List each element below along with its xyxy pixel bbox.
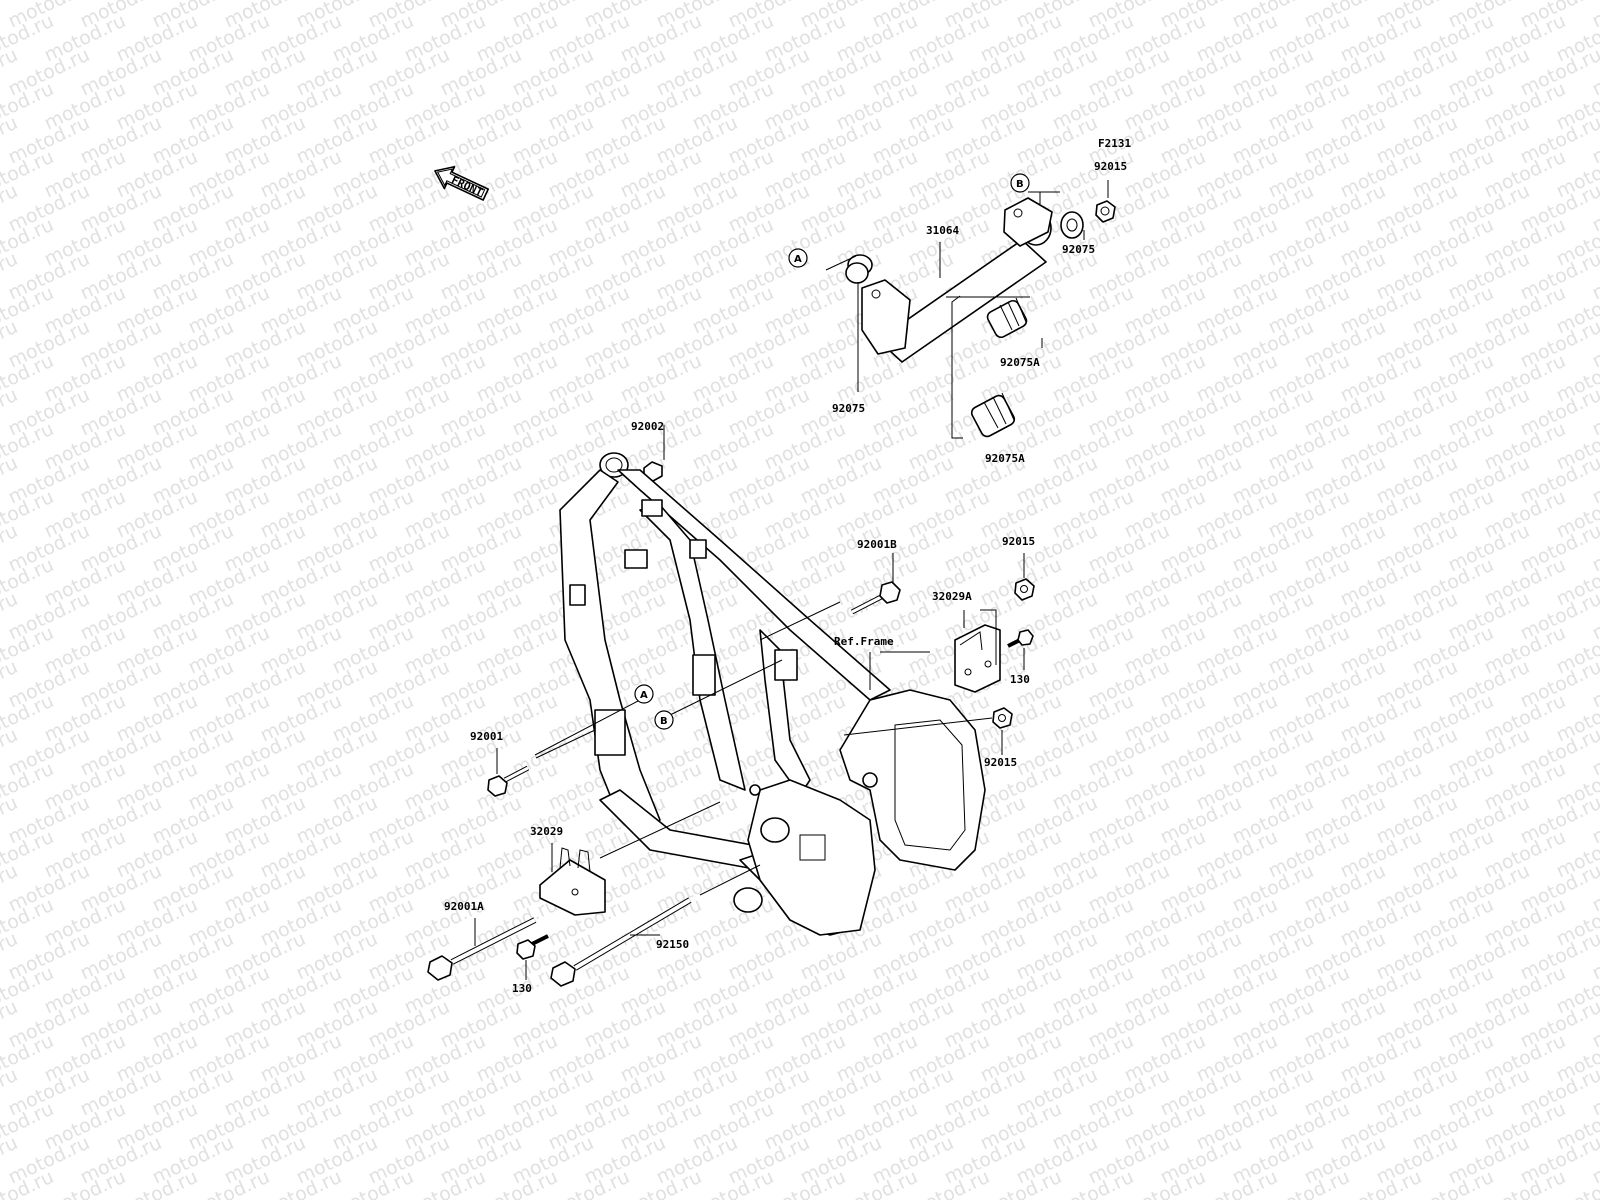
label-32029: 32029 (530, 825, 563, 838)
nut-92015-top (1095, 200, 1116, 223)
svg-text:B: B (1016, 179, 1024, 190)
nut-92015-low (992, 707, 1013, 729)
label-32029A: 32029A (932, 590, 972, 603)
label-92001A: 92001A (444, 900, 484, 913)
bolt-92150 (550, 897, 692, 987)
svg-text:A: A (794, 254, 802, 265)
tube-31064 (861, 197, 1053, 363)
bushing-92075A-lower (970, 392, 1016, 438)
nut-92015-mid (1014, 578, 1035, 601)
ref-marker-b-upper: B (1010, 173, 1030, 193)
ref-marker-a-upper: A (788, 248, 808, 268)
bolt-92001A (427, 917, 537, 981)
label-130-right: 130 (1010, 673, 1030, 686)
label-92075-right: 92075 (1062, 243, 1095, 256)
figure-code: F2131 (1098, 137, 1131, 150)
front-arrow-label: FRONT (449, 173, 485, 199)
svg-text:A: A (640, 690, 648, 701)
bushing-92075A-upper (986, 297, 1028, 339)
label-92075-left: 92075 (832, 402, 865, 415)
bolt-92002 (643, 377, 823, 482)
bolt-130-right (1007, 629, 1034, 648)
ref-marker-a-lower: A (634, 684, 654, 704)
label-92002: 92002 (631, 420, 664, 433)
bracket-32029A (954, 624, 1001, 693)
label-92150: 92150 (656, 938, 689, 951)
label-130-left: 130 (512, 982, 532, 995)
washer-92075-left (845, 254, 873, 284)
label-92001B: 92001B (857, 538, 897, 551)
label-92075A-lower: 92075A (985, 452, 1025, 465)
bolt-92001B (850, 581, 901, 615)
bracket-32029 (539, 847, 606, 916)
label-ref-frame: Ref.Frame (834, 635, 894, 648)
label-92015-mid: 92015 (1002, 535, 1035, 548)
label-92015-top: 92015 (1094, 160, 1127, 173)
washer-92075-right (1060, 211, 1084, 239)
label-31064: 31064 (926, 224, 959, 237)
bolt-92001 (487, 765, 530, 797)
label-92075A-upper: 92075A (1000, 356, 1040, 369)
label-92001: 92001 (470, 730, 503, 743)
bolt-130-left (516, 934, 549, 960)
motorcycle-frame (559, 452, 986, 936)
label-92015-low: 92015 (984, 756, 1017, 769)
svg-text:B: B (660, 716, 668, 727)
ref-marker-b-lower: B (654, 710, 674, 730)
watermark-text: motod.ru (1589, 0, 1600, 33)
